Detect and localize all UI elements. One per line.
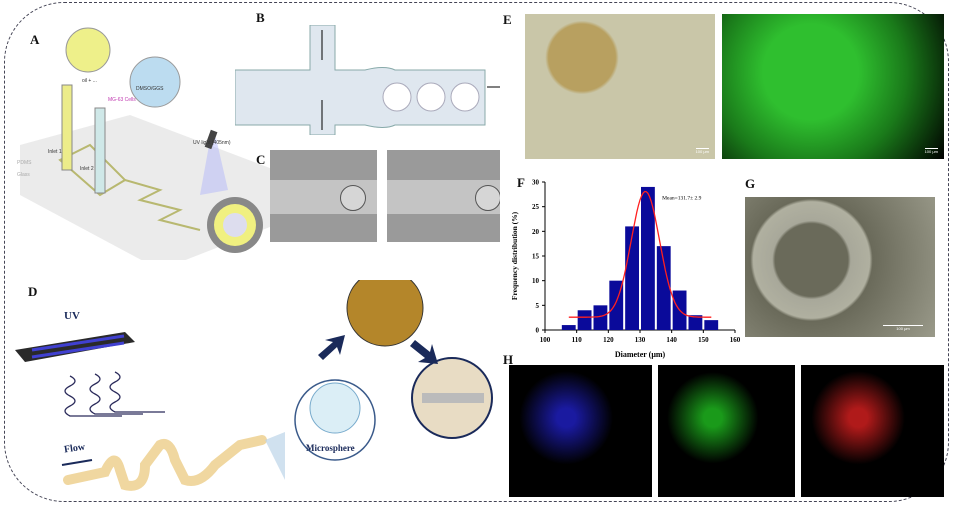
- panel-label-c: C: [256, 152, 266, 167]
- h-green-channel: [658, 365, 795, 497]
- droplet-generation-diagram: [235, 25, 500, 135]
- y-tick-label: 20: [532, 228, 540, 236]
- histogram-bar: [688, 315, 703, 330]
- microsphere-photo: [346, 280, 424, 347]
- y-tick-label: 10: [532, 277, 540, 285]
- e-bright-scale-bar: 100 μm: [695, 148, 709, 154]
- g-scale-bar: 100 μm: [883, 325, 923, 331]
- microfluidic-chip-illustration: [20, 27, 275, 260]
- pdms-label: PDMS: [17, 160, 32, 166]
- panel-label-a: A: [30, 32, 40, 47]
- uv-label: UV: [64, 310, 80, 322]
- c-image-1: [270, 150, 377, 242]
- histogram-bar: [577, 310, 592, 330]
- arrow-down-icon: [410, 340, 438, 364]
- uv-waves: [64, 371, 165, 417]
- gaussian-fit-curve: [568, 190, 712, 318]
- inlet-1-tube: [61, 84, 73, 171]
- uv-light-label: UV light (405nm): [193, 140, 231, 146]
- x-tick-label: 140: [666, 336, 677, 344]
- h-red-channel: [801, 365, 944, 497]
- x-tick-label: 100: [540, 336, 551, 344]
- y-axis-label: Frequency distribution (%): [510, 211, 519, 300]
- histogram-bar: [561, 325, 576, 330]
- bioink-circle: [129, 56, 181, 108]
- g-microscopy-image: 100 μm: [745, 197, 935, 337]
- y-tick-label: 30: [532, 179, 540, 187]
- microsphere-label: Microsphere: [306, 443, 355, 453]
- y-tick-label: 25: [532, 203, 540, 211]
- droplet: [223, 213, 247, 237]
- x-tick-label: 150: [698, 336, 709, 344]
- inlet-1-label: Inlet 1: [48, 149, 62, 155]
- continuous-flow-diagram: [15, 280, 493, 491]
- panel-label-g: G: [745, 176, 756, 191]
- x-tick-label: 130: [635, 336, 646, 344]
- histogram-bar: [641, 186, 655, 330]
- x-tick-label: 160: [730, 336, 741, 344]
- panel-label-b: B: [256, 10, 265, 25]
- inlet-2-label: Inlet 2: [80, 166, 94, 172]
- x-axis-label: Diameter (μm): [615, 350, 666, 359]
- uv-light-icon: [204, 129, 218, 150]
- panel-label-e: E: [503, 12, 512, 27]
- mean-annotation: Mean=131.7± 2.9: [662, 195, 702, 201]
- glass-label: Glass: [17, 172, 30, 178]
- diameter-histogram: 100 110 120 130 140 150 160 0 5 10 15 20 25 30Mean=13…: [510, 179, 741, 360]
- panel-label-d: D: [28, 284, 38, 299]
- e-fluor-scale-bar: 100 μm: [924, 148, 938, 154]
- panel-label-h: H: [503, 352, 514, 367]
- e-brightfield-image: 100 μm: [525, 14, 715, 159]
- flow-arrow-icon: [61, 459, 93, 466]
- oil-phase-circle: [65, 27, 111, 73]
- x-tick-label: 110: [572, 336, 583, 344]
- histogram-bar: [704, 320, 719, 330]
- y-tick-label: 15: [532, 253, 540, 261]
- flow-tube: [63, 435, 267, 491]
- oil-label: oil + ...: [82, 78, 97, 84]
- h-blue-channel: [509, 365, 652, 497]
- panel-label-f: F: [517, 175, 525, 190]
- inlet-2-tube: [94, 107, 106, 194]
- histogram-bar: [625, 226, 639, 330]
- x-tick-label: 120: [603, 336, 614, 344]
- e-fluorescence-image: 100 μm: [722, 14, 944, 159]
- histogram-bar: [656, 246, 671, 330]
- histogram-bar: [593, 305, 608, 330]
- uv-beam: [200, 138, 228, 195]
- arrow-up-icon: [318, 335, 345, 360]
- dashed-border: [4, 2, 949, 502]
- cells-label: MG-63 Cells: [108, 97, 136, 103]
- y-tick-label: 0: [536, 327, 540, 335]
- y-tick-label: 5: [536, 302, 540, 310]
- bioink-label: DMSO/GGS: [136, 86, 164, 92]
- c-image-2: [387, 150, 500, 242]
